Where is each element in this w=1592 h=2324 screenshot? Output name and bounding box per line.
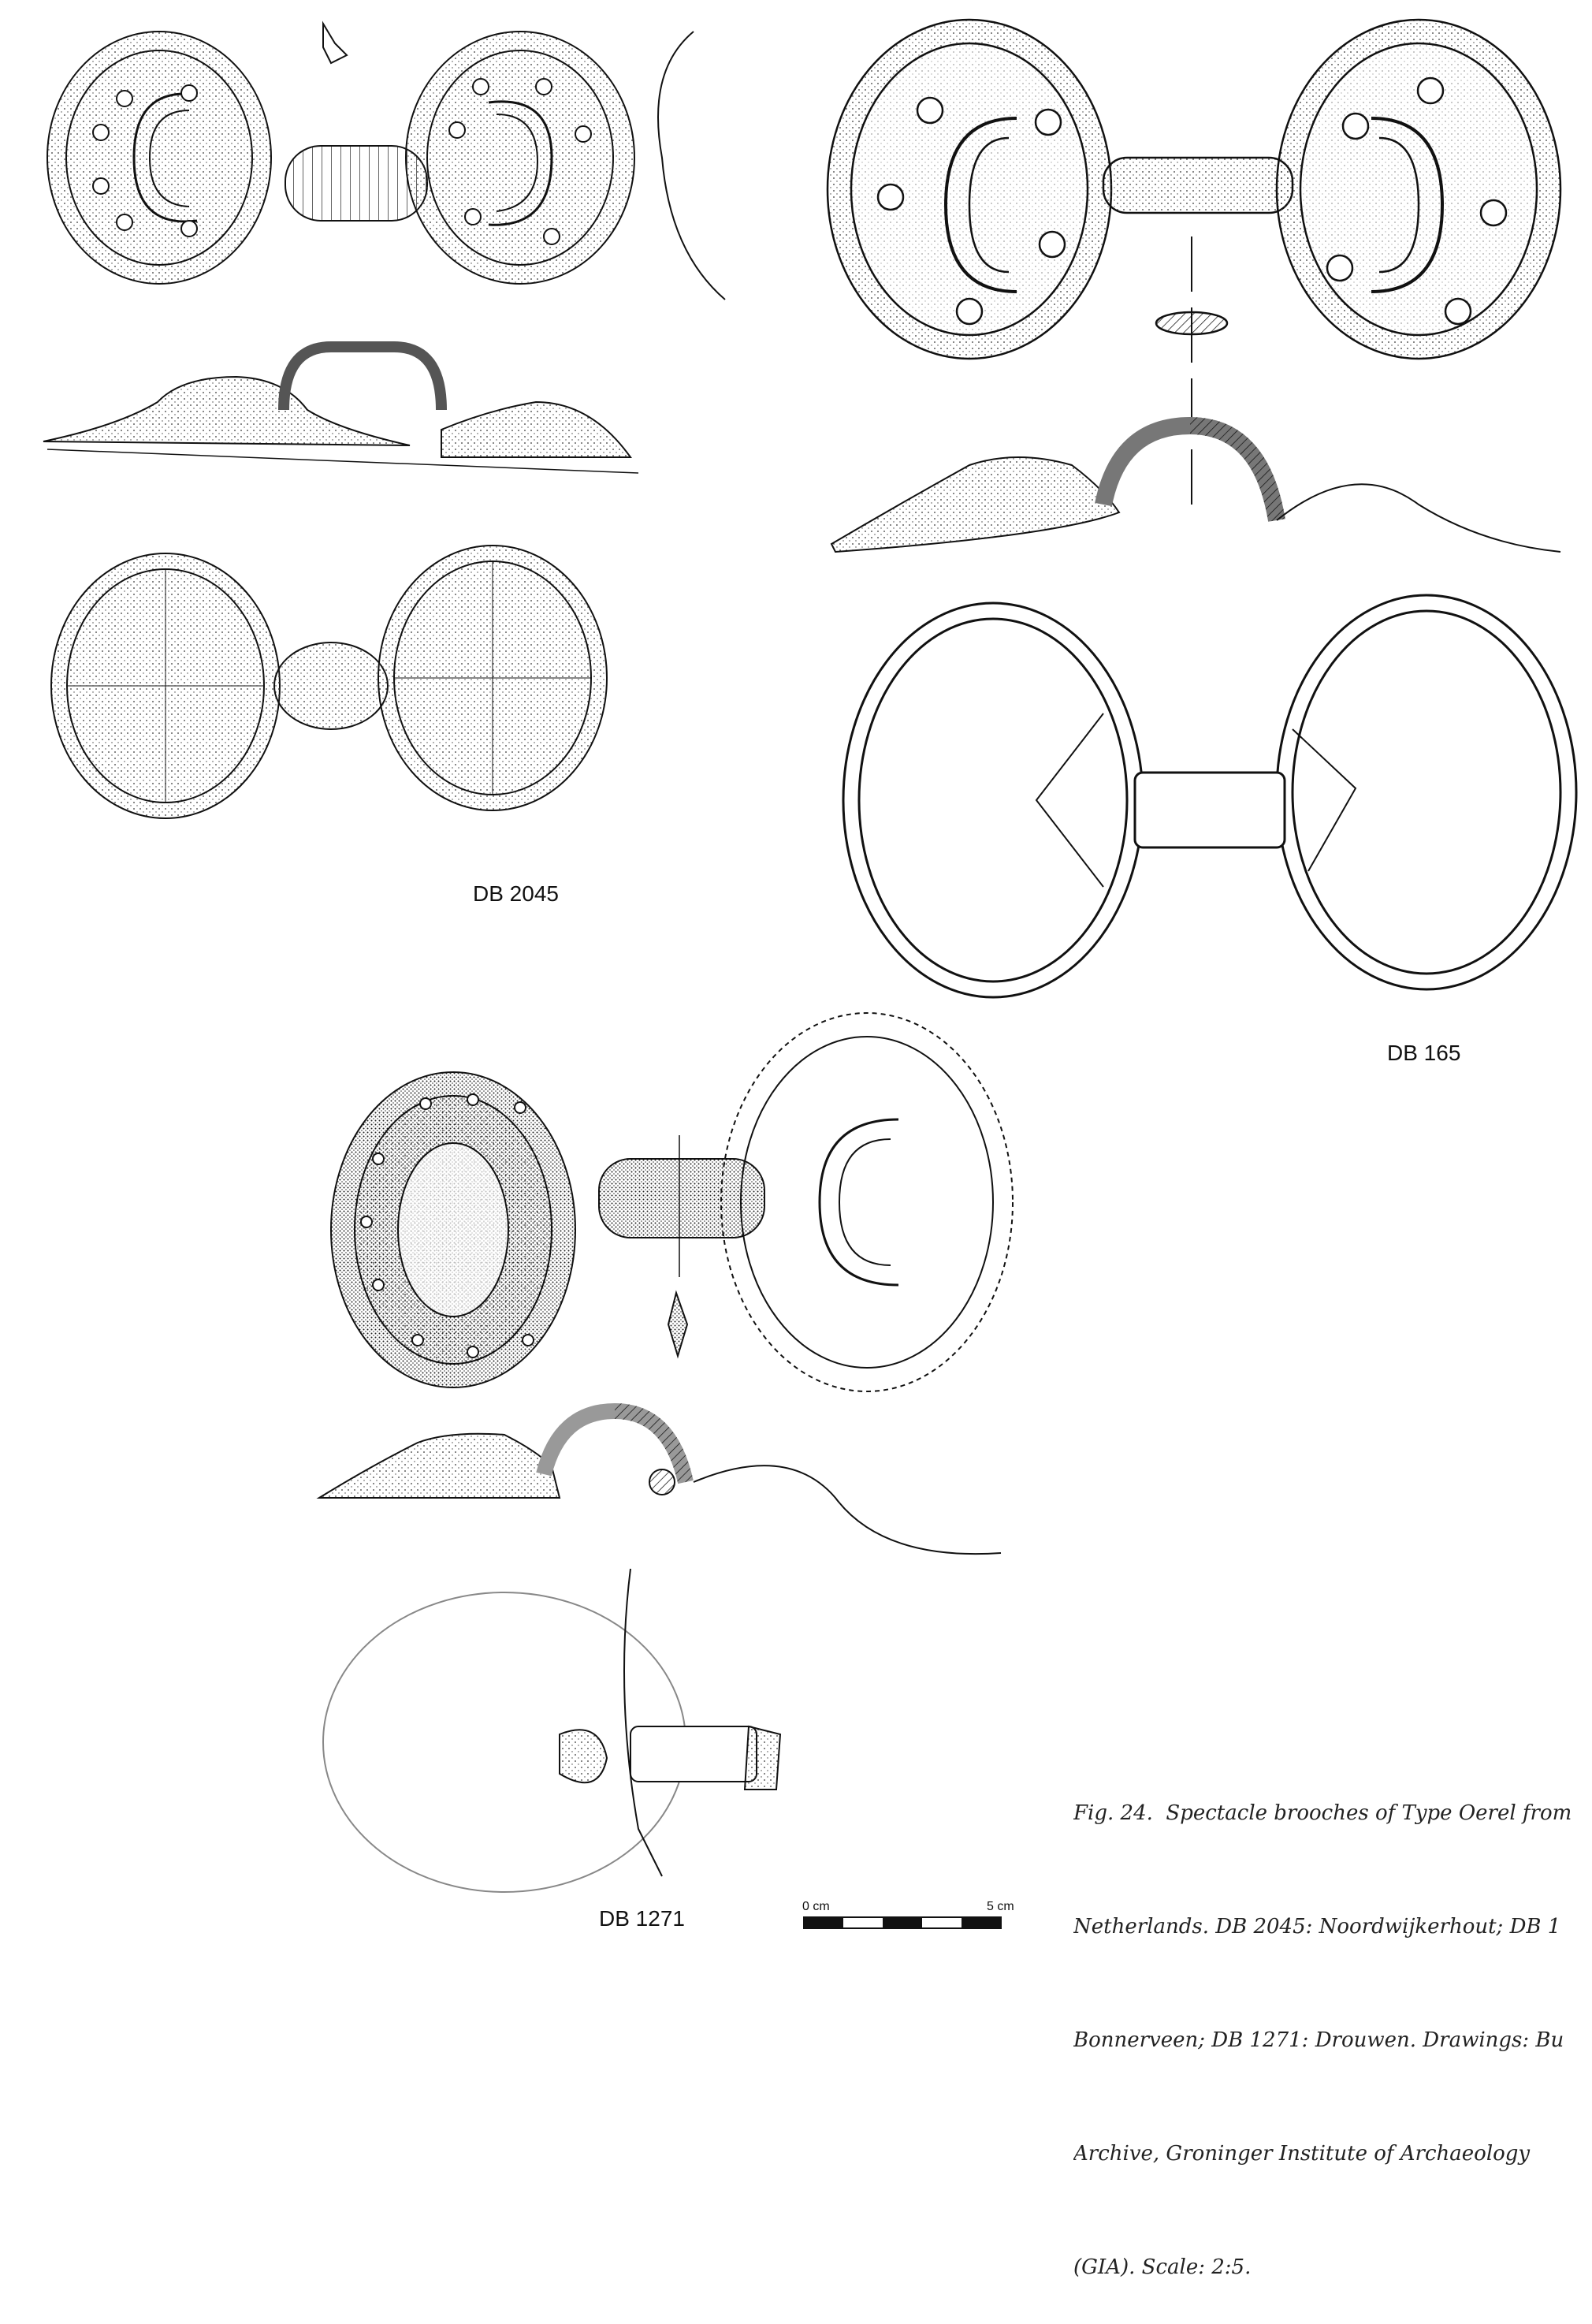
db1271-top-view — [330, 1012, 1014, 1392]
caption-line: Fig. 24. Spectacle brooches of Type Oere… — [1073, 1801, 1572, 1825]
drawings-canvas — [43, 18, 1578, 1929]
figure-caption: Fig. 24. Spectacle brooches of Type Oere… — [1073, 1719, 1586, 2324]
figure-label-db165: DB 165 — [1387, 1041, 1461, 1065]
caption-line: Bonnerveen; DB 1271: Drouwen. Drawings: … — [1073, 2028, 1564, 2052]
db2045-side-view — [43, 341, 639, 474]
caption-line: Netherlands. DB 2045: Noordwijkerhout; D… — [1073, 1915, 1561, 1939]
db1271-back-view — [322, 1568, 782, 1893]
db1271-side-view — [316, 1402, 1002, 1555]
caption-line: (GIA). Scale: 2:5. — [1073, 2255, 1252, 2279]
figure-label-db2045: DB 2045 — [473, 881, 559, 906]
scale-end-label: 5 cm — [987, 1900, 1014, 1913]
db165-back-view — [842, 594, 1578, 999]
scale-bar — [803, 1916, 1002, 1929]
figure-label-db1271: DB 1271 — [599, 1906, 685, 1931]
db2045-top-view — [46, 20, 726, 300]
scale-start-label: 0 cm — [802, 1900, 830, 1913]
db165-top-view — [826, 18, 1562, 520]
caption-line: Archive, Groninger Institute of Archaeol… — [1073, 2142, 1531, 2166]
db2045-back-view — [50, 545, 608, 819]
db165-side-view — [830, 416, 1561, 553]
